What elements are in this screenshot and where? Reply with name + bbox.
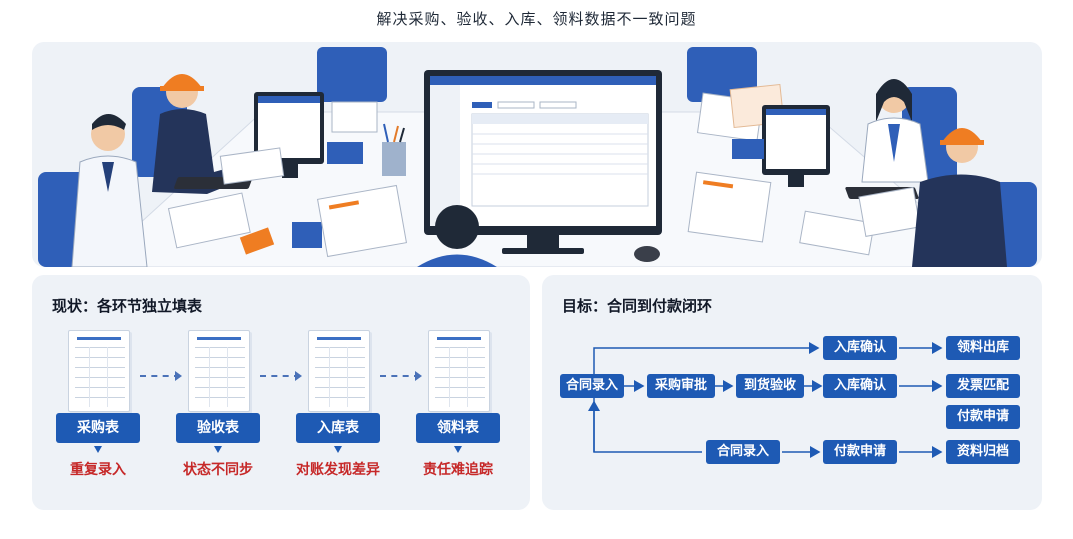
problem-text: 责任难追踪: [423, 462, 493, 478]
meeting-illustration: [32, 42, 1042, 267]
form-label-requisition: 领料表: [416, 413, 500, 443]
down-arrow-icon: [214, 446, 222, 453]
flow-step-storage-confirm-top: 入库确认: [823, 336, 897, 360]
problem-text: 状态不同步: [183, 462, 253, 478]
flow-step-purchase-approval: 采购审批: [647, 374, 715, 398]
problem-text: 重复录入: [70, 462, 126, 478]
flow-step-contract-entry: 合同录入: [560, 374, 624, 398]
storage-form-image: [308, 330, 370, 412]
flow-connectors: [588, 342, 943, 458]
flow-step-payment-request-side: 付款申请: [946, 405, 1020, 429]
target-flow-heading: 目标：合同到付款闭环: [562, 297, 713, 315]
problem-text: 对账发现差异: [296, 462, 380, 478]
down-arrow-icon: [94, 446, 102, 453]
flow-step-goods-receipt: 到货验收: [736, 374, 804, 398]
flow-step-invoice-match: 发票匹配: [946, 374, 1020, 398]
form-label-acceptance: 验收表: [176, 413, 260, 443]
current-state-heading: 现状：各环节独立填表: [52, 297, 203, 315]
flow-step-payment-request: 付款申请: [823, 440, 897, 464]
down-arrow-icon: [454, 446, 462, 453]
flow-step-contract-entry-bottom: 合同录入: [706, 440, 780, 464]
flow-step-storage-confirm: 入库确认: [823, 374, 897, 398]
current-state-panel: 现状：各环节独立填表 采购表 验收表 入库表 领料表 重复录入 状态不: [32, 275, 530, 510]
flow-step-archive: 资料归档: [946, 440, 1020, 464]
flow-step-material-issue: 领料出库: [946, 336, 1020, 360]
dashed-arrow: [380, 371, 422, 381]
down-arrow-icon: [334, 446, 342, 453]
dashed-arrow: [260, 371, 302, 381]
purchase-form-image: [68, 330, 130, 412]
target-flow-panel: 目标：合同到付款闭环 入库确认 领料出库 合同录入 采购审批 到货验: [542, 275, 1042, 510]
page-title: 解决采购、验收、入库、领料数据不一致问题: [376, 10, 697, 28]
acceptance-form-image: [188, 330, 250, 412]
dashed-arrow: [140, 371, 182, 381]
requisition-form-image: [428, 330, 490, 412]
form-label-storage: 入库表: [296, 413, 380, 443]
office-scene-image: [38, 47, 1037, 267]
form-label-purchase: 采购表: [56, 413, 140, 443]
